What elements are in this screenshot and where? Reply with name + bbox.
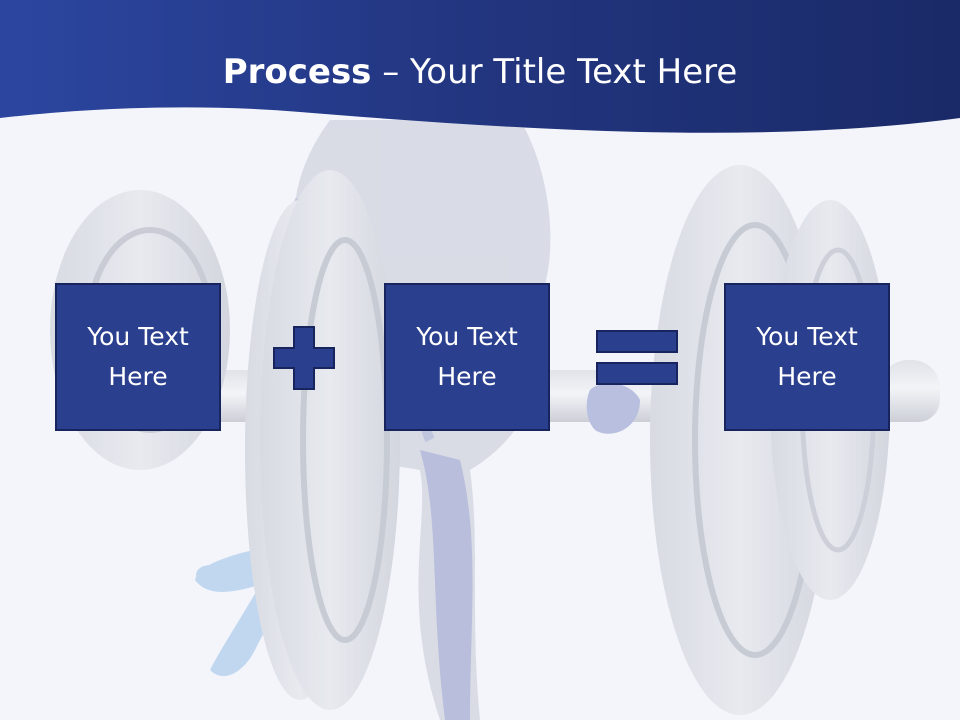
text-box-3[interactable]: You Text Here bbox=[724, 283, 890, 431]
title-bold: Process bbox=[222, 52, 372, 92]
title-rest: – Your Title Text Here bbox=[371, 52, 738, 92]
equals-icon bbox=[596, 330, 678, 385]
text-box-3-label: You Text Here bbox=[756, 322, 858, 391]
text-box-2-label: You Text Here bbox=[416, 322, 518, 391]
page-title: Process – Your Title Text Here bbox=[0, 52, 960, 92]
text-box-2[interactable]: You Text Here bbox=[384, 283, 550, 431]
plus-icon bbox=[273, 326, 335, 390]
text-box-1[interactable]: You Text Here bbox=[55, 283, 221, 431]
header-band bbox=[0, 0, 960, 133]
text-box-1-label: You Text Here bbox=[87, 322, 189, 391]
